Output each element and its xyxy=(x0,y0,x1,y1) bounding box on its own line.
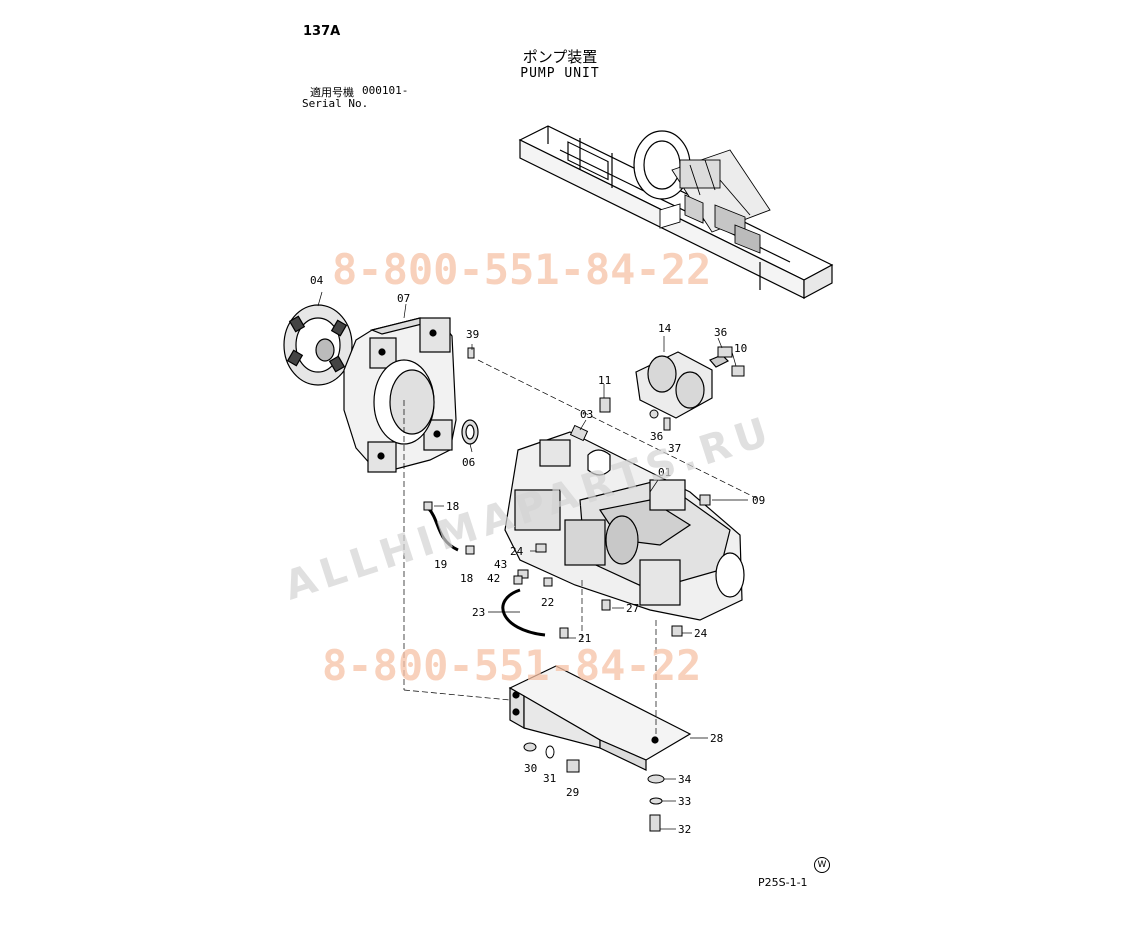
page-code: 137A xyxy=(303,24,341,39)
part-label-39: 39 xyxy=(466,328,479,341)
part-label-33: 33 xyxy=(678,795,691,808)
part-label-34: 34 xyxy=(678,773,692,786)
watermark-phone-bottom: 8-800-551-84-22 xyxy=(322,641,701,690)
page-title-en: PUMP UNIT xyxy=(520,66,600,81)
part-label-22: 22 xyxy=(541,596,554,609)
watermark-phone-top: 8-800-551-84-22 xyxy=(332,245,711,294)
part-label-10: 10 xyxy=(734,342,747,355)
part-label-11: 11 xyxy=(598,374,611,387)
gear-pump-illustration xyxy=(635,351,730,419)
part-label-30: 30 xyxy=(524,762,537,775)
part-label-19: 19 xyxy=(434,558,447,571)
part-label-31: 31 xyxy=(543,772,556,785)
part-label-36-top: 36 xyxy=(714,326,727,339)
part-label-32: 32 xyxy=(678,823,691,836)
part-label-03: 03 xyxy=(580,408,593,421)
part-label-18-top: 18 xyxy=(446,500,459,513)
part-label-04: 04 xyxy=(310,274,324,287)
main-pump-illustration xyxy=(504,431,745,621)
part-label-01: 01 xyxy=(658,466,671,479)
part-label-37: 37 xyxy=(668,442,681,455)
part-label-09: 09 xyxy=(752,494,765,507)
circled-w-mark: W xyxy=(814,857,830,873)
serial-label-jp: 適用号機 xyxy=(310,86,354,99)
part-label-18-bottom: 18 xyxy=(460,572,473,585)
hose-23-illustration xyxy=(501,588,546,637)
part-label-06: 06 xyxy=(462,456,475,469)
part-label-29: 29 xyxy=(566,786,579,799)
sheet-id: P25S-1-1 xyxy=(758,876,808,889)
part-label-07: 07 xyxy=(397,292,410,305)
part-label-42: 42 xyxy=(487,572,500,585)
leader-lines xyxy=(317,291,761,830)
serial-label-en: Serial No. xyxy=(302,97,369,110)
part-label-14: 14 xyxy=(658,322,672,335)
part-number-labels: 04 07 39 11 03 14 36 10 36 37 06 01 09 1… xyxy=(310,274,765,836)
bracket-illustration xyxy=(508,665,692,771)
part-label-23: 23 xyxy=(472,606,485,619)
part-label-36-bottom: 36 xyxy=(650,430,663,443)
hose-19-illustration xyxy=(426,506,459,552)
page-title-jp: ポンプ装置 xyxy=(522,48,598,66)
part-label-24-left: 24 xyxy=(510,545,524,558)
coupling-illustration xyxy=(283,304,353,386)
part-label-27: 27 xyxy=(626,602,639,615)
part-label-24-right: 24 xyxy=(694,627,708,640)
housing-plate-illustration xyxy=(343,317,457,473)
serial-number: 000101- xyxy=(362,84,409,97)
part-label-28: 28 xyxy=(710,732,723,745)
part-label-43: 43 xyxy=(494,558,507,571)
machine-frame-illustration xyxy=(518,125,834,300)
part-label-21: 21 xyxy=(578,632,591,645)
